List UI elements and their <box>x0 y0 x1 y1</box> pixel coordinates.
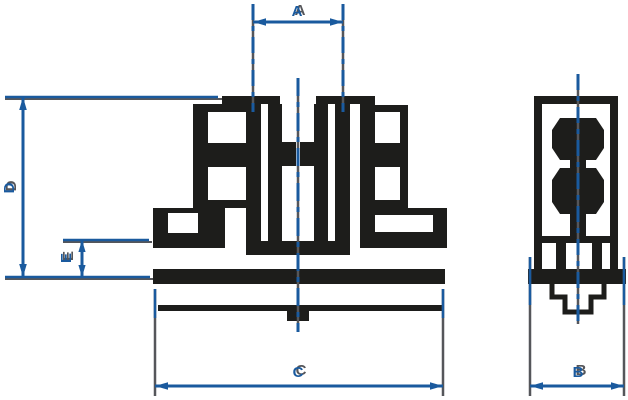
dimension-e-label: E <box>58 253 75 263</box>
dimension-a-arrow-right <box>330 18 343 26</box>
dimension-e-label-shadow: E <box>60 251 77 261</box>
side-view <box>528 74 626 324</box>
dimension-b: B B <box>528 257 626 396</box>
dimension-d: D D <box>1 95 222 280</box>
front-view <box>153 4 447 332</box>
dimension-c: C C <box>153 289 445 396</box>
dimension-e-arrow-top <box>78 240 86 252</box>
dimension-d-arrow-top <box>19 97 27 110</box>
dimension-c-label: C <box>293 364 304 381</box>
dimension-d-label-shadow: D <box>3 180 20 191</box>
dimension-b-label: B <box>573 364 584 381</box>
dimension-c-label-shadow: C <box>296 362 307 379</box>
dimension-e: E E <box>58 238 152 277</box>
dimension-a: A A <box>253 2 343 26</box>
dimension-d-label: D <box>1 182 18 193</box>
dimension-b-label-shadow: B <box>576 362 587 379</box>
dimension-e-arrow-bottom <box>78 265 86 277</box>
dimension-a-arrow-left <box>253 18 266 26</box>
front-part-shape <box>153 96 447 321</box>
dimension-b-arrow-left <box>530 382 543 390</box>
dimension-b-arrow-right <box>611 382 624 390</box>
dimension-c-arrow-left <box>155 382 168 390</box>
dimension-c-arrow-right <box>430 382 443 390</box>
dimension-a-label-shadow: A <box>295 2 306 19</box>
dimension-a-label: A <box>292 3 303 20</box>
dimension-d-arrow-bottom <box>19 264 27 277</box>
